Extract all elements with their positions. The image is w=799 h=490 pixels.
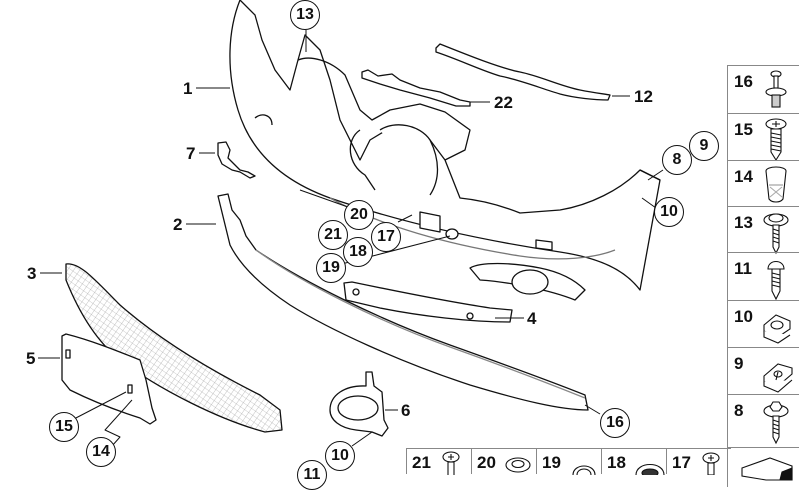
legend-item-14: 14 <box>728 160 799 206</box>
license-plate-bracket-part-5 <box>61 333 157 425</box>
bracket-part-7 <box>217 141 256 179</box>
callout-15: 15 <box>49 412 79 442</box>
bracket-icon <box>741 457 793 481</box>
part-label-6: 6 <box>401 401 411 420</box>
fastener-legend-right: 16 15 14 13 11 10 9 8 <box>727 65 799 487</box>
part-label-5: 5 <box>26 349 36 368</box>
callout-18: 18 <box>343 237 373 267</box>
spoiler-lip-part-2 <box>217 193 589 411</box>
legend-item-8: 8 <box>728 394 799 447</box>
part-label-3: 3 <box>27 264 37 283</box>
part-label-12: 12 <box>634 87 653 106</box>
callout-20: 20 <box>344 200 374 230</box>
seal-strip-part-12 <box>435 43 611 101</box>
hex-washer-screw-icon <box>763 401 789 445</box>
legend-item-10: 10 <box>728 300 799 347</box>
clip-nut-icon <box>763 363 793 393</box>
legend-item-17: 17 <box>666 449 731 475</box>
callout-17: 17 <box>371 222 401 252</box>
legend-item-16: 16 <box>728 65 799 113</box>
bumper-exploded-diagram <box>38 0 664 447</box>
bumper-cover-part-1 <box>229 0 661 301</box>
lower-grille-part-3 <box>65 263 283 433</box>
fastener-legend-bottom: 21 20 19 18 17 <box>406 448 731 475</box>
spring-nut-icon <box>763 314 791 344</box>
callout-14: 14 <box>86 437 116 467</box>
pan-head-screw-icon <box>442 451 460 475</box>
round-head-screw-icon <box>767 260 785 301</box>
cap-large-icon <box>635 463 665 475</box>
part-label-1: 1 <box>183 79 193 98</box>
callout-13: 13 <box>290 0 320 30</box>
legend-item-bracket <box>728 447 799 487</box>
callout-10-upper: 10 <box>654 197 684 227</box>
trim-strip-part-4 <box>343 281 513 323</box>
part-label-22: 22 <box>494 93 513 112</box>
legend-item-18: 18 <box>601 449 666 475</box>
callout-9: 9 <box>689 131 719 161</box>
countersunk-screw-icon <box>702 452 720 475</box>
washer-head-screw-icon <box>763 213 789 255</box>
part-label-2: 2 <box>173 215 183 234</box>
cap-icon <box>572 465 596 475</box>
callout-21: 21 <box>318 220 348 250</box>
grommet-icon <box>505 457 531 473</box>
bracket-strip-part-22 <box>361 69 471 107</box>
callout-10-lower: 10 <box>325 441 355 471</box>
pan-head-screw-icon <box>765 118 787 162</box>
legend-item-20: 20 <box>471 449 536 474</box>
legend-item-13: 13 <box>728 206 799 255</box>
legend-item-11: 11 <box>728 252 799 301</box>
callout-11: 11 <box>297 460 327 490</box>
push-rivet-icon <box>765 70 787 108</box>
legend-item-19: 19 <box>536 449 601 475</box>
part-label-7: 7 <box>186 144 196 163</box>
legend-item-15: 15 <box>728 113 799 162</box>
legend-item-9: 9 <box>728 347 799 394</box>
part-label-4: 4 <box>527 309 537 328</box>
legend-item-21: 21 <box>406 449 471 475</box>
expansion-nut-icon <box>765 166 787 203</box>
callout-19: 19 <box>316 253 346 283</box>
callout-16: 16 <box>600 408 630 438</box>
callout-8: 8 <box>662 145 692 175</box>
